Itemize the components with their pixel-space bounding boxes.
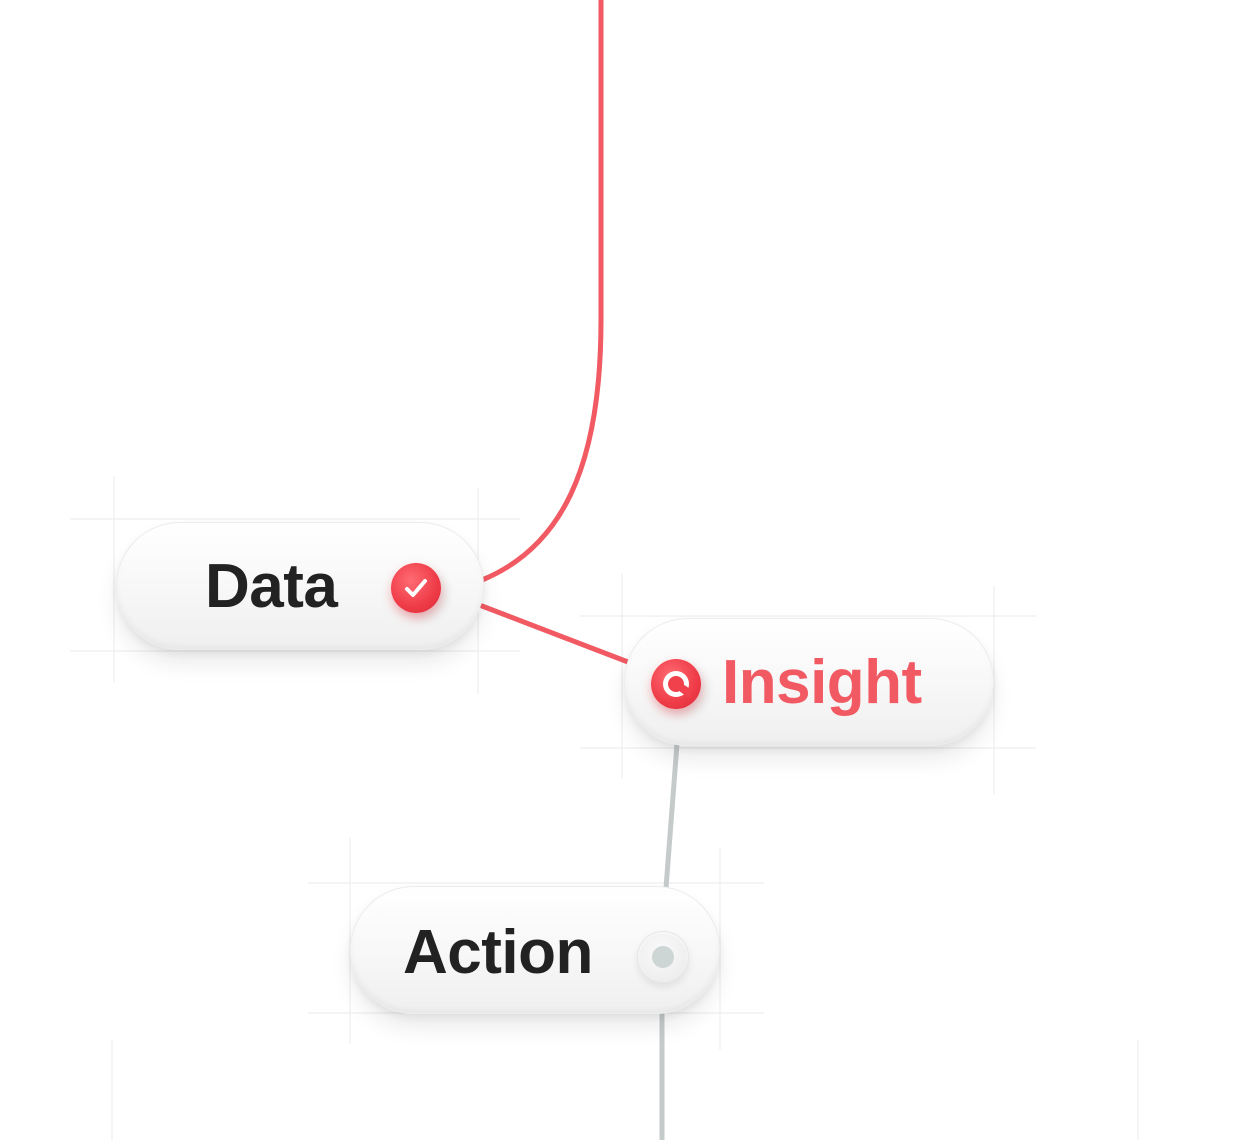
node-insight[interactable]: Insight (624, 618, 994, 746)
target-ring-icon (651, 659, 701, 709)
node-data-label: Data (205, 552, 338, 621)
edge-insight-to-action (663, 741, 680, 891)
pending-dot-icon (637, 931, 689, 983)
node-data[interactable]: Data (116, 522, 484, 650)
node-action[interactable]: Action (350, 886, 720, 1014)
edge-top-to-data (479, 0, 604, 583)
node-action-label: Action (403, 918, 593, 987)
edge-data-to-insight (479, 603, 631, 665)
node-insight-label: Insight (722, 648, 922, 717)
check-circle-icon (391, 563, 441, 613)
guide-lines (70, 476, 1139, 1140)
